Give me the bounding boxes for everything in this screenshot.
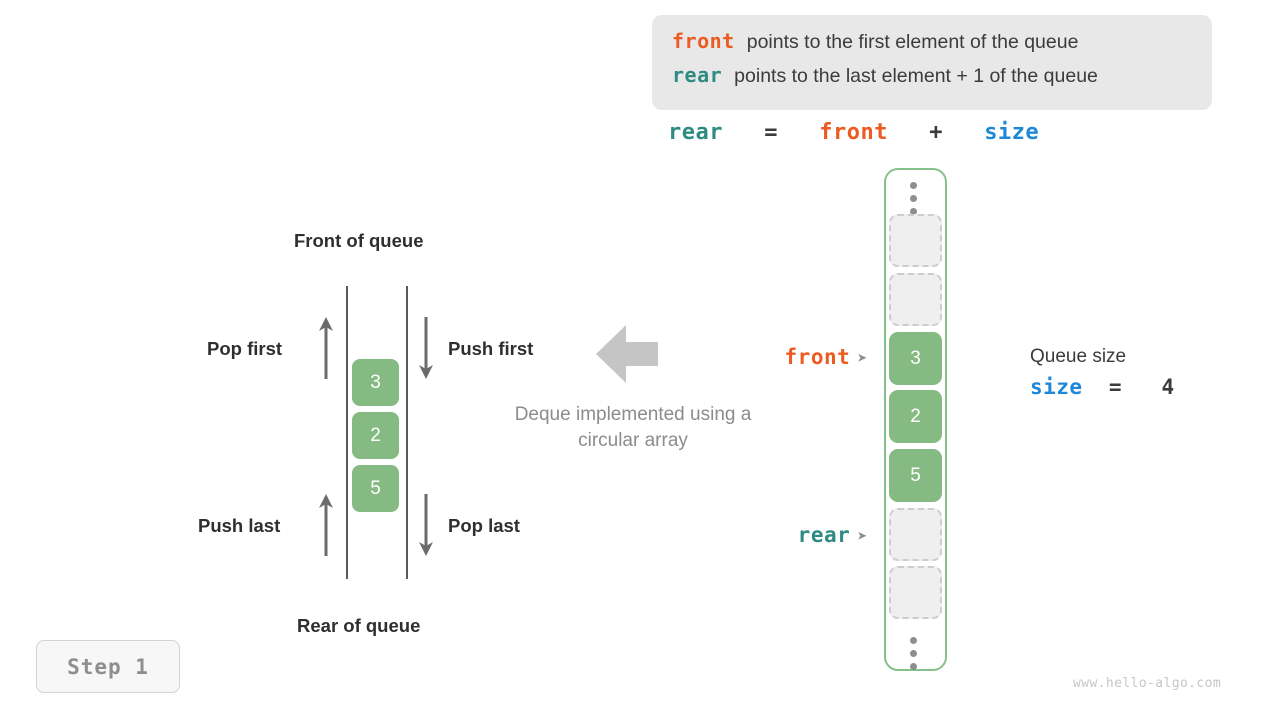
rear-pointer: rear ➤ — [700, 523, 868, 547]
legend-term-rear: rear — [672, 63, 723, 87]
pop-last-label: Pop last — [448, 515, 520, 536]
legend-line-front: front points to the first element of the… — [672, 29, 1192, 63]
deque-cell: 5 — [352, 465, 399, 512]
array-top-ellipsis-icon — [910, 182, 920, 215]
array-cell-filled: 3 — [889, 332, 942, 385]
legend-box: front points to the first element of the… — [652, 15, 1212, 110]
front-pointer-label: front — [784, 345, 851, 369]
pop-first-label: Pop first — [207, 338, 283, 359]
pop-first-arrow-up-icon — [315, 315, 337, 381]
step-badge: Step 1 — [36, 640, 180, 693]
equation-rhs2: size — [984, 120, 1040, 145]
diagram-caption: Deque implemented using a circular array — [514, 404, 752, 451]
watermark: www.hello-algo.com — [1073, 676, 1222, 691]
pop-last-arrow-down-icon — [415, 492, 437, 558]
queue-size-title: Queue size — [1030, 346, 1127, 367]
front-of-queue-label: Front of queue — [294, 230, 424, 251]
array-cell-filled: 5 — [889, 449, 942, 502]
push-last-label: Push last — [198, 515, 281, 536]
rear-pointer-arrow-icon: ➤ — [857, 527, 868, 547]
array-cell-empty — [889, 214, 942, 267]
push-last-arrow-up-icon — [315, 492, 337, 558]
equation-rhs1: front — [819, 120, 888, 145]
queue-size-var: size — [1030, 375, 1083, 399]
array-cell-empty — [889, 508, 942, 561]
push-first-arrow-down-icon — [415, 315, 437, 381]
front-pointer: front ➤ — [700, 345, 868, 369]
legend-desc-front: points to the first element of the queue — [746, 31, 1079, 53]
implementation-arrow-left-icon — [596, 325, 658, 388]
queue-size-eq: = — [1082, 375, 1149, 399]
deque-cell: 3 — [352, 359, 399, 406]
equation-lhs: rear — [668, 120, 723, 145]
array-cell-filled: 2 — [889, 390, 942, 443]
deque-cell: 2 — [352, 412, 399, 459]
rear-pointer-label: rear — [797, 523, 851, 547]
equation-eq: = — [736, 120, 806, 145]
queue-size-value: 4 — [1148, 375, 1175, 399]
equation-plus: + — [901, 120, 971, 145]
rear-of-queue-label: Rear of queue — [297, 615, 421, 636]
queue-size-expression: size = 4 — [1030, 372, 1175, 402]
array-bottom-ellipsis-icon — [910, 637, 920, 670]
push-first-label: Push first — [448, 338, 534, 359]
legend-term-front: front — [672, 29, 735, 53]
rear-equation: rear = front + size — [668, 120, 1039, 145]
deque-rail-right — [406, 286, 408, 579]
legend-desc-rear: points to the last element + 1 of the qu… — [734, 65, 1098, 87]
array-cell-empty — [889, 273, 942, 326]
queue-size-annotation: Queue size size = 4 — [1030, 344, 1175, 402]
deque-rail-left — [346, 286, 348, 579]
array-cell-empty — [889, 566, 942, 619]
front-pointer-arrow-icon: ➤ — [857, 349, 868, 369]
legend-line-rear: rear points to the last element + 1 of t… — [672, 63, 1192, 97]
